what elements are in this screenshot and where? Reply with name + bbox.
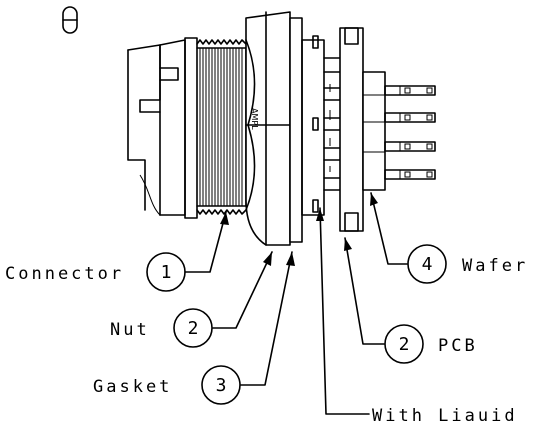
callout-nut-label: Nut	[110, 320, 150, 340]
callout-connector-circle	[146, 252, 186, 292]
callout-liquid-label: With Liauid	[372, 406, 518, 426]
pcb-shoulder	[301, 35, 346, 216]
callout-liquid: With Liauid	[372, 406, 518, 426]
callout-wafer: 4 Wafer	[407, 244, 528, 284]
callout-connector-number: 1	[161, 262, 172, 283]
leader-arrow-liquid	[316, 208, 324, 221]
threaded-coupling	[184, 37, 247, 219]
gasket-body	[289, 17, 303, 243]
callout-connector: Connector 1	[5, 252, 186, 292]
callout-gasket-number: 3	[216, 375, 227, 396]
pcb-plate	[339, 27, 364, 232]
pin-2	[384, 112, 436, 123]
nut-body	[245, 11, 291, 246]
callout-gasket-circle	[201, 365, 241, 405]
wafer-body	[362, 71, 386, 191]
callout-wafer-label: Wafer	[462, 256, 528, 276]
callout-connector-label: Connector	[5, 264, 124, 284]
connector-body	[127, 39, 186, 216]
callout-pcb-number: 2	[399, 334, 410, 355]
callout-nut-number: 2	[188, 318, 199, 339]
leader-arrow-wafer	[370, 193, 378, 206]
callout-pcb: 2 PCB	[384, 324, 478, 364]
view-marker	[62, 6, 78, 34]
leader-arrow-nut	[263, 252, 272, 266]
pin-4	[384, 169, 436, 180]
callout-wafer-circle	[407, 244, 447, 284]
pin-1	[384, 85, 436, 96]
callout-pcb-label: PCB	[438, 336, 478, 356]
callout-wafer-number: 4	[422, 254, 433, 275]
callout-gasket: Gasket 3	[93, 365, 241, 405]
leader-arrow-connector	[220, 212, 229, 225]
callout-pcb-circle	[384, 324, 424, 364]
leader-lines	[184, 192, 408, 415]
callout-nut-circle	[173, 308, 213, 348]
callout-gasket-label: Gasket	[93, 377, 172, 397]
leader-arrow-gasket	[286, 252, 295, 266]
leader-arrow-pcb	[344, 238, 352, 251]
pins	[384, 85, 436, 180]
body-marking-text: AMPL	[250, 108, 259, 130]
callout-nut: Nut 2	[110, 308, 213, 348]
pin-3	[384, 141, 436, 152]
